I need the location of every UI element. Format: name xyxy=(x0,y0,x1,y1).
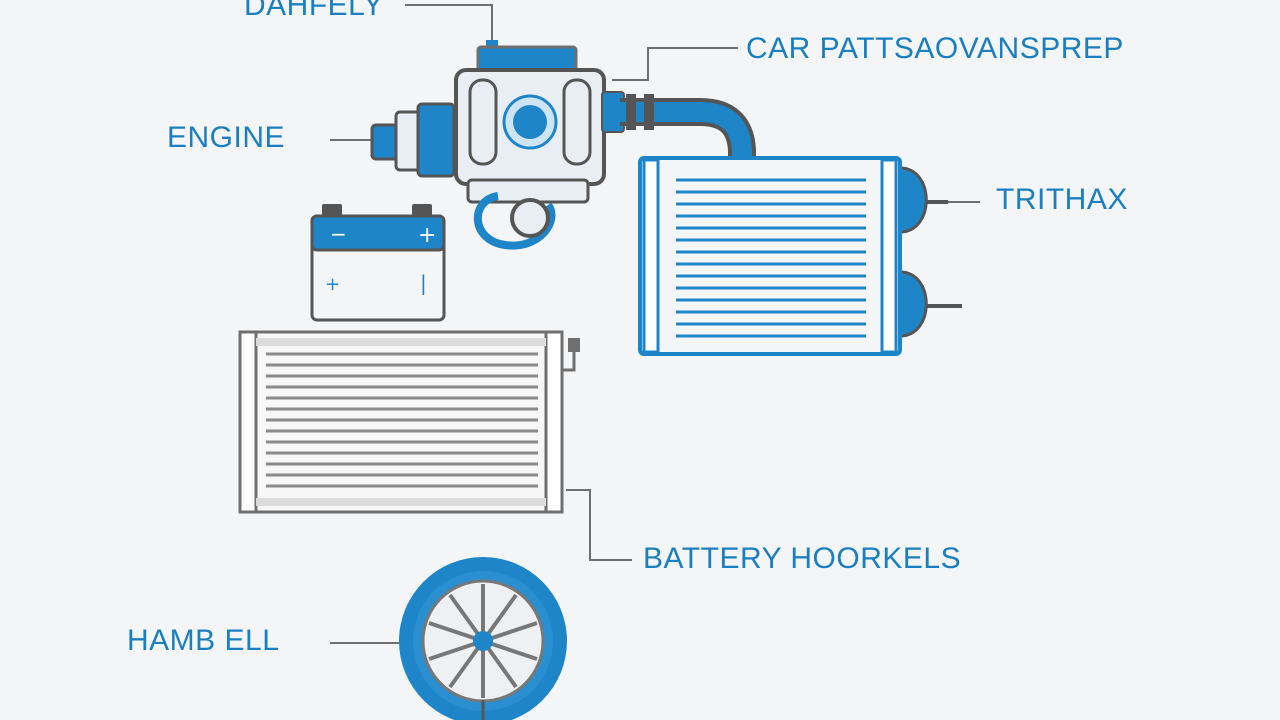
battery-plus-symbol: + xyxy=(418,223,436,248)
label-trithax: TRITHAX xyxy=(996,183,1128,216)
radiator-fins xyxy=(266,352,538,488)
intercooler-icon xyxy=(638,156,962,356)
leader-lines xyxy=(330,4,980,644)
wheel-icon xyxy=(399,557,567,720)
intercooler-fins xyxy=(676,178,866,338)
label-car-part: CAR PATTSAOVANSPREP xyxy=(746,32,1124,65)
battery-bar-symbol: | xyxy=(420,271,427,295)
pipe xyxy=(620,94,756,158)
label-hamb: HAMB ELL xyxy=(127,624,280,657)
leader-car xyxy=(612,47,738,81)
radiator-icon xyxy=(238,330,580,514)
leader-top xyxy=(405,4,493,44)
battery-icon: − + + | xyxy=(310,204,446,322)
battery-minus-symbol: − xyxy=(330,222,347,246)
label-top: DAHFELY xyxy=(244,0,384,22)
leader-battery xyxy=(566,489,632,561)
label-engine: ENGINE xyxy=(167,121,286,154)
engine-icon xyxy=(370,40,625,250)
label-battery: BATTERY HOORKELS xyxy=(643,542,962,575)
battery-plus-small: + xyxy=(325,274,340,295)
